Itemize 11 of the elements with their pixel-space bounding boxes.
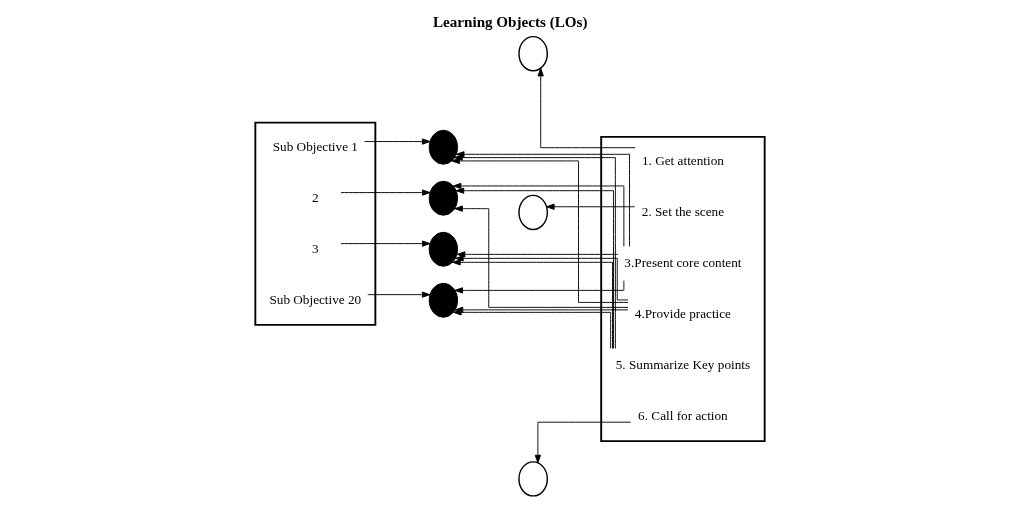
- node-text: Sub Objective 20: [269, 291, 362, 307]
- diagram-title: Learning Objects (LOs): [432, 14, 588, 31]
- node-text: 3.Present core content: [624, 254, 742, 270]
- node-text: 6. Call for action: [638, 408, 728, 424]
- node-text: 1. Get attention: [641, 152, 724, 168]
- node-text: 3: [312, 240, 319, 256]
- node-text: Sub Objective 1: [272, 138, 358, 154]
- node-text: 4.Provide practice: [634, 305, 732, 321]
- node-text: 2: [312, 189, 319, 205]
- node-text: 2. Set the scene: [641, 203, 725, 219]
- node-text: 5. Summarize Key points: [615, 357, 751, 372]
